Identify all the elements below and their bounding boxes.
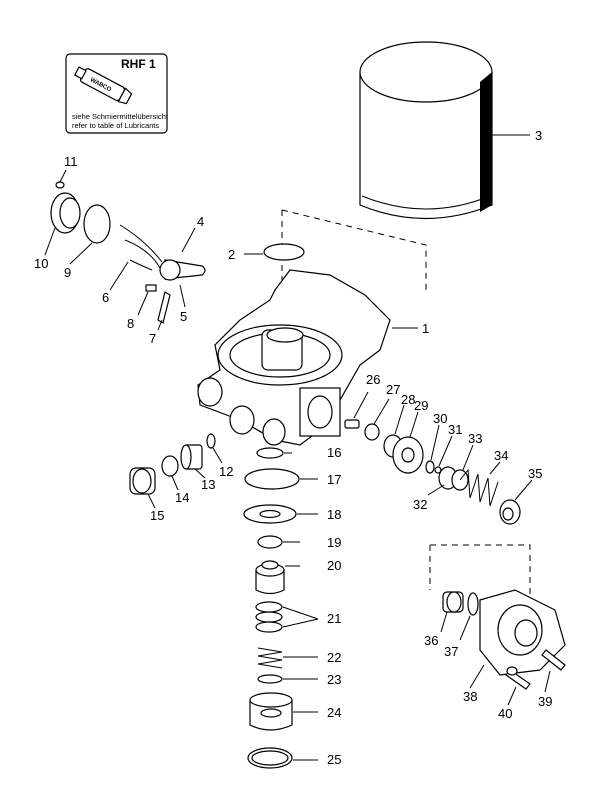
label-part-40: 40	[498, 706, 512, 721]
label-part-28: 28	[401, 392, 415, 407]
part-20-valve	[255, 560, 300, 595]
part-3-cartridge	[359, 41, 530, 220]
part-40-screw	[505, 666, 531, 706]
label-part-4: 4	[197, 214, 204, 229]
label-part-2: 2	[228, 247, 235, 262]
label-part-13: 13	[201, 477, 215, 492]
label-part-33: 33	[468, 431, 482, 446]
part-23-o-ring	[257, 674, 318, 684]
part-17-seal-ring	[244, 468, 318, 490]
part-9-o-ring	[69, 204, 111, 265]
label-part-37: 37	[444, 644, 458, 659]
lubricant-reference-box: RHF 1 WABCO siehe Schmiermittelübersicht…	[65, 53, 169, 134]
part-8-screw	[137, 284, 157, 316]
part-19-ring	[257, 535, 300, 549]
part-7-clip	[157, 291, 171, 331]
part-4-heater	[119, 224, 206, 281]
label-part-27: 27	[386, 382, 400, 397]
label-part-29: 29	[414, 398, 428, 413]
part-27-spring	[364, 398, 390, 441]
label-part-6: 6	[102, 290, 109, 305]
label-part-9: 9	[64, 265, 71, 280]
label-part-34: 34	[494, 448, 508, 463]
part-15-plug	[129, 467, 156, 509]
label-part-18: 18	[327, 507, 341, 522]
part-34-spring	[459, 461, 501, 507]
label-part-25: 25	[327, 752, 341, 767]
part-35-cap	[499, 479, 533, 525]
part-39-screw	[541, 649, 566, 693]
lubricant-tube-icon: WABCO	[73, 66, 133, 105]
part-13-fitting	[180, 444, 206, 479]
label-part-14: 14	[175, 490, 189, 505]
part-21-o-rings	[255, 601, 319, 633]
label-part-8: 8	[127, 316, 134, 331]
lubricant-note-en: refer to table of Lubricants	[72, 121, 159, 130]
label-part-12: 12	[219, 464, 233, 479]
part-36-fitting	[440, 591, 464, 633]
label-part-20: 20	[327, 558, 341, 573]
label-part-3: 3	[535, 128, 542, 143]
assembly-guide-line	[281, 209, 427, 290]
label-part-32: 32	[413, 497, 427, 512]
label-part-15: 15	[150, 508, 164, 523]
lubricant-code: RHF 1	[121, 57, 156, 71]
part-16-o-ring	[256, 447, 292, 459]
label-part-24: 24	[327, 705, 341, 720]
part-6-cable	[109, 259, 153, 291]
label-part-17: 17	[327, 472, 341, 487]
label-part-7: 7	[149, 331, 156, 346]
label-part-22: 22	[327, 650, 341, 665]
label-part-39: 39	[538, 694, 552, 709]
label-part-31: 31	[448, 422, 462, 437]
part-11-screw	[55, 169, 67, 189]
part-14-nut	[161, 455, 179, 491]
part-29-piston	[392, 411, 424, 474]
label-part-1: 1	[422, 321, 429, 336]
label-part-16: 16	[327, 445, 341, 460]
label-part-21: 21	[327, 611, 341, 626]
part-30-washer	[425, 424, 440, 474]
part-22-spring	[257, 647, 318, 669]
label-part-26: 26	[366, 372, 380, 387]
label-part-35: 35	[528, 466, 542, 481]
part-25-retaining-ring	[247, 747, 318, 769]
label-part-23: 23	[327, 672, 341, 687]
label-part-11: 11	[64, 154, 78, 169]
part-18-washer	[243, 504, 318, 524]
part-2-o-ring	[263, 243, 305, 261]
part-33-disc	[451, 444, 474, 491]
assembly-guide-line	[430, 544, 531, 600]
label-part-36: 36	[424, 633, 438, 648]
label-part-19: 19	[327, 535, 341, 550]
label-part-5: 5	[180, 309, 187, 324]
part-26-pin	[344, 391, 369, 429]
part-31-clip	[434, 435, 453, 474]
part-1-housing	[197, 269, 418, 446]
part-12-o-ring	[206, 433, 223, 464]
label-part-38: 38	[463, 689, 477, 704]
lubricant-note-de: siehe Schmiermittelübersicht	[72, 112, 169, 121]
label-part-10: 10	[34, 256, 48, 271]
part-10-cover	[44, 192, 81, 256]
label-part-30: 30	[433, 411, 447, 426]
part-37-o-ring	[459, 592, 479, 641]
part-24-valve-body	[249, 692, 318, 731]
part-38-governor-housing	[469, 589, 566, 689]
